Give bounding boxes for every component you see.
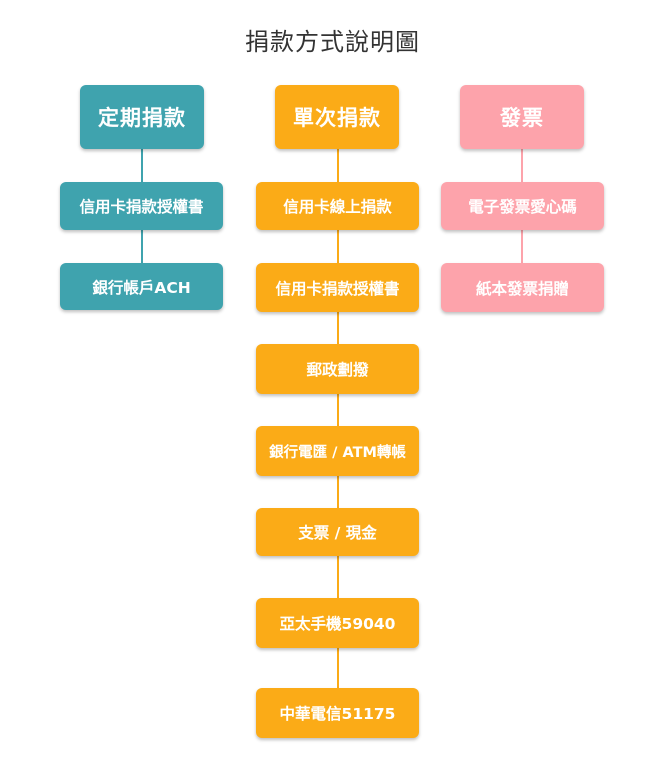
connector-line <box>337 476 339 508</box>
connector-line <box>337 312 339 344</box>
connector-line <box>141 148 143 182</box>
connector-line <box>337 230 339 263</box>
method-e-invoice-code: 電子發票愛心碼 <box>441 182 604 230</box>
connector-line <box>141 230 143 263</box>
method-paper-invoice: 紙本發票捐贈 <box>441 263 604 312</box>
method-bank-ach: 銀行帳戶ACH <box>60 263 223 310</box>
connector-line <box>521 148 523 182</box>
method-chunghwa-telecom: 中華電信51175 <box>256 688 419 738</box>
category-single-donation: 單次捐款 <box>275 85 399 149</box>
connector-line <box>337 556 339 598</box>
connector-line <box>337 394 339 426</box>
connector-line <box>521 230 523 263</box>
method-postal-transfer: 郵政劃撥 <box>256 344 419 394</box>
connector-line <box>337 148 339 182</box>
connector-line <box>337 648 339 688</box>
method-credit-card-authorization: 信用卡捐款授權書 <box>60 182 223 230</box>
method-aptg-mobile: 亞太手機59040 <box>256 598 419 648</box>
method-check-cash: 支票 / 現金 <box>256 508 419 556</box>
method-credit-card-authorization: 信用卡捐款授權書 <box>256 263 419 312</box>
page-title: 捐款方式說明圖 <box>245 28 420 56</box>
category-invoice: 發票 <box>460 85 584 149</box>
category-regular-donation: 定期捐款 <box>80 85 204 149</box>
method-credit-card-online: 信用卡線上捐款 <box>256 182 419 230</box>
method-wire-atm-transfer: 銀行電匯 / ATM轉帳 <box>256 426 419 476</box>
